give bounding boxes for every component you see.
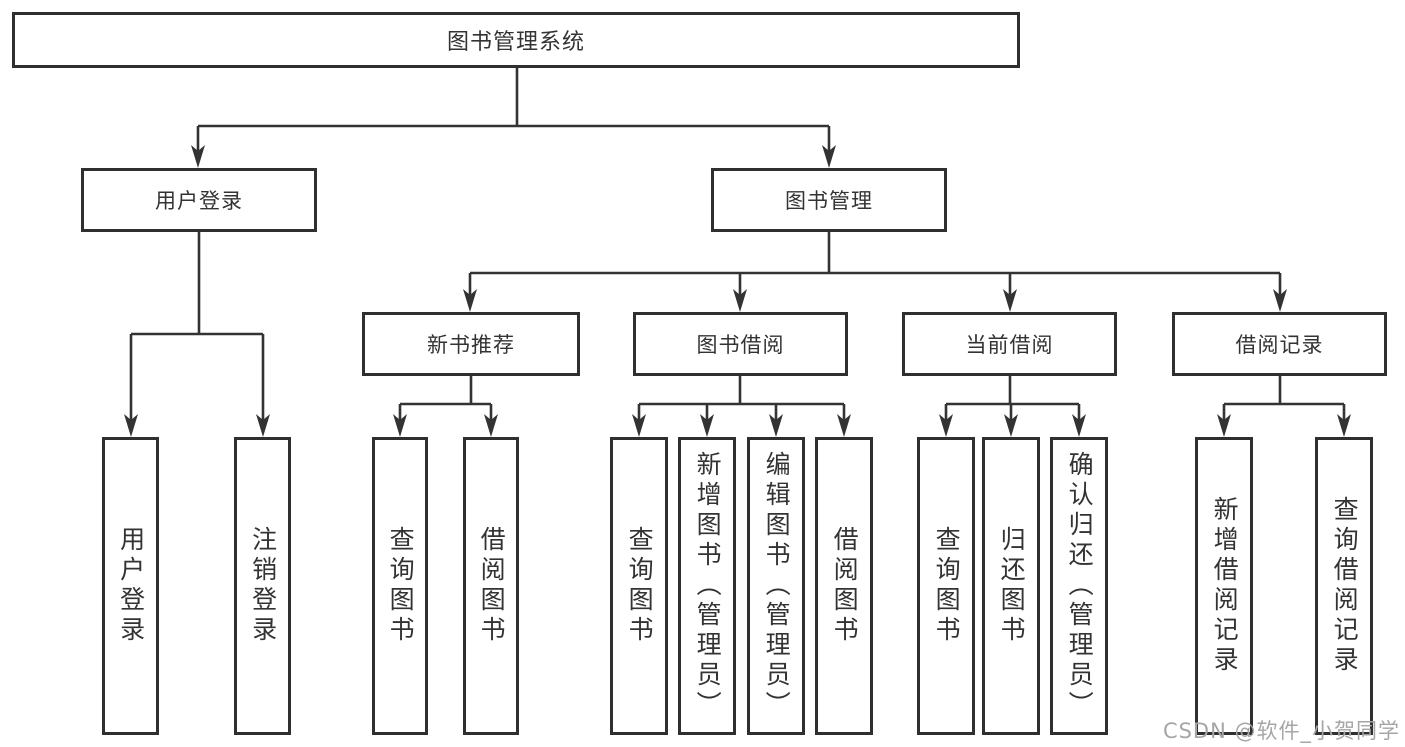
leaf-logout: 注销登录 <box>234 437 291 735</box>
connector-root-to-level2 <box>196 68 831 152</box>
connector-borrowrecord-to-leaves <box>1222 376 1346 421</box>
leaf-return-books: 归还图书 <box>982 437 1040 735</box>
connector-bookmgmt-to-level3 <box>468 232 1282 296</box>
connector-userlogin-to-leaves <box>129 232 265 421</box>
leaf-current-query-books: 查询图书 <box>917 437 975 735</box>
leaf-user-login: 用户登录 <box>102 437 159 735</box>
leaf-confirm-return-admin: 确认归还（管理员） <box>1050 437 1108 735</box>
node-user-login: 用户登录 <box>81 168 317 232</box>
node-new-book-recommend: 新书推荐 <box>362 312 580 376</box>
node-current-borrowing: 当前借阅 <box>902 312 1117 376</box>
leaf-add-borrow-record: 新增借阅记录 <box>1195 437 1253 735</box>
csdn-watermark: CSDN @软件_小贺同学 <box>1162 719 1400 743</box>
leaf-newbook-query-books: 查询图书 <box>372 437 428 735</box>
node-book-management: 图书管理 <box>711 168 947 232</box>
node-borrowing-records: 借阅记录 <box>1172 312 1387 376</box>
connector-currentborrow-to-leaves <box>944 376 1081 421</box>
leaf-borrowing-borrow-books: 借阅图书 <box>815 437 873 735</box>
node-book-borrowing: 图书借阅 <box>633 312 848 376</box>
leaf-borrowing-query-books: 查询图书 <box>610 437 668 735</box>
leaf-newbook-borrow-books: 借阅图书 <box>463 437 519 735</box>
arrowheads <box>124 145 1351 437</box>
leaf-query-borrow-record: 查询借阅记录 <box>1315 437 1373 735</box>
node-library-management-system: 图书管理系统 <box>12 12 1020 68</box>
connector-bookborrow-to-leaves <box>637 376 846 421</box>
leaf-add-books-admin: 新增图书（管理员） <box>678 437 736 735</box>
connector-newbook-to-leaves <box>398 376 493 421</box>
leaf-edit-books-admin: 编辑图书（管理员） <box>747 437 805 735</box>
